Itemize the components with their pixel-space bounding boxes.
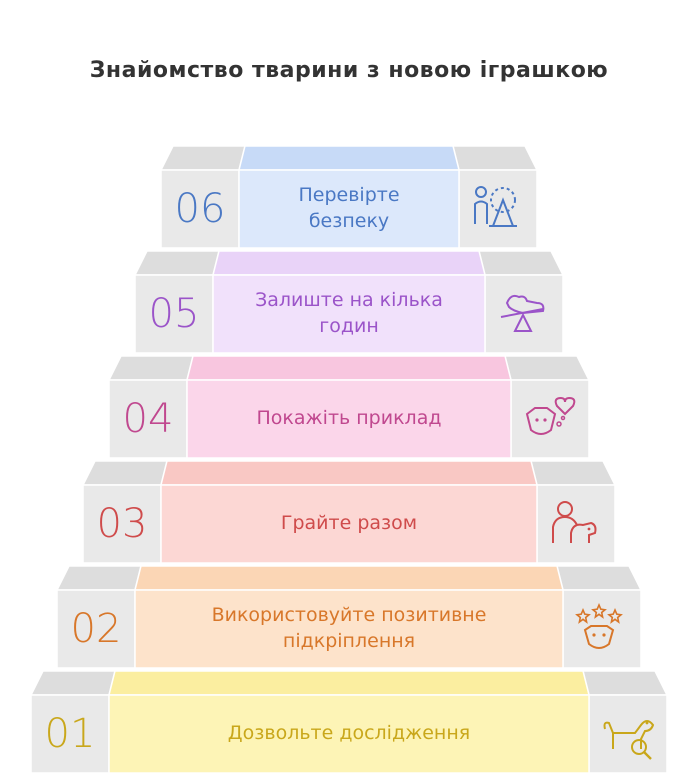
- dog-seesaw-icon: [500, 294, 545, 332]
- dog-heart-icon: [525, 396, 576, 435]
- stair-step: [107, 355, 591, 459]
- step-label: Залиште на кілька годин: [255, 289, 443, 337]
- step-label: Перевірте безпеку: [298, 184, 400, 232]
- stair-step: [29, 670, 669, 774]
- playground-safety-icon: [474, 186, 517, 227]
- step-number: 06: [174, 186, 226, 232]
- step-label: Використовуйте позитивне підкріплення: [211, 604, 487, 652]
- stair-step: [55, 565, 643, 669]
- step-label: Покажіть приклад: [256, 407, 442, 430]
- stair-step: [159, 145, 539, 249]
- page-title: Знайомство тварини з новою іграшкою: [89, 58, 609, 83]
- dog-search-icon: [603, 720, 655, 760]
- stair-step: [81, 460, 617, 564]
- step-number: 03: [96, 501, 148, 547]
- dog-stars-icon: [575, 602, 623, 649]
- stair-step: [133, 250, 565, 354]
- step-number: 05: [148, 291, 200, 337]
- step-number: 02: [70, 606, 122, 652]
- step-label: Грайте разом: [280, 512, 418, 535]
- person-dog-icon: [552, 501, 597, 543]
- step-label: Дозвольте дослідження: [227, 722, 471, 745]
- step-number: 04: [122, 396, 174, 442]
- step-number: 01: [44, 711, 96, 757]
